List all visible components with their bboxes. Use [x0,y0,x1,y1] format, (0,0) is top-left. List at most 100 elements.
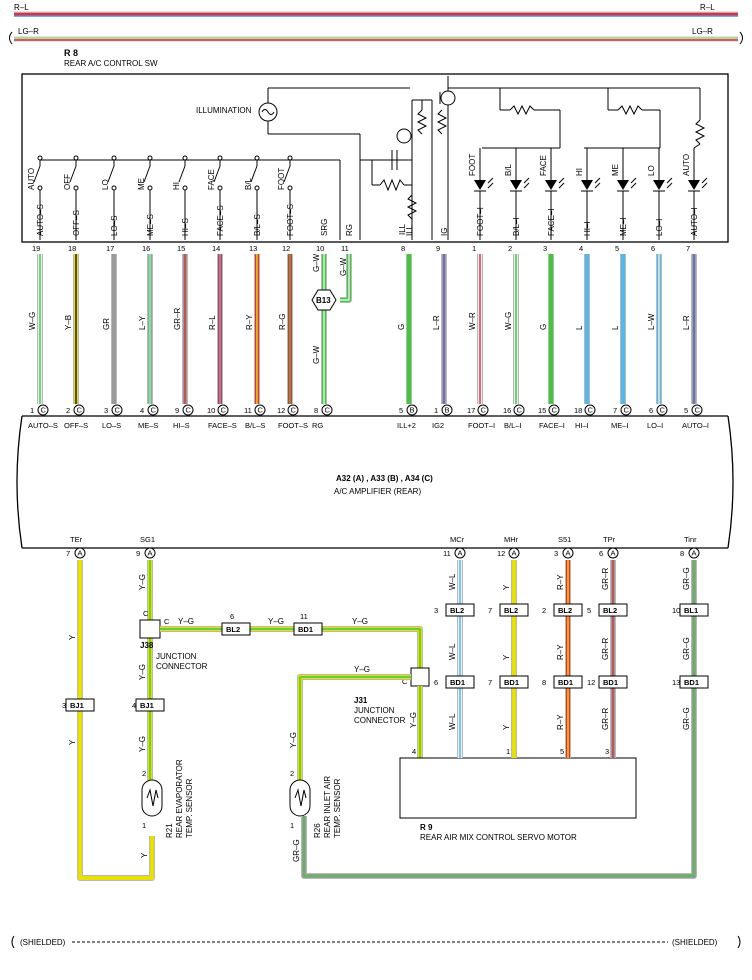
s51-wire-bd1-connector [553,675,583,689]
led-label: ME [611,164,620,176]
amplifier-terminal-name: RG [312,421,323,430]
tinr-bd1-connector [679,675,709,689]
s51-wire-color-label-3: R–Y [556,714,565,730]
switch-terminal-name: AUTO–S [36,204,45,236]
switch-terminal-name: OFF–S [72,210,81,236]
switch-top-terminal [37,155,43,161]
switch-top-terminal [217,155,223,161]
splice-b13-shape [311,289,337,311]
amplifier-bottom-connector [454,547,466,559]
connector-pin-number: 12 [587,678,595,687]
switch-terminal [217,185,223,191]
r9-servo-motor [399,757,637,819]
amplifier-bottom-connector-letter: A [458,549,463,558]
amplifier-terminal-name: ILL+2 [397,421,416,430]
illumination-label: ILLUMINATION [196,106,252,115]
bl2-junction [221,622,251,636]
amplifier-terminal-name: AUTO–I [682,421,709,430]
amplifier-pin-connector-letter: C [115,406,121,415]
led-icon [688,180,700,190]
upper-wires: AUTO–S19W–GOFF–S18Y–BLO–S17GRME–S16L–YHI… [28,204,699,404]
connector-pin-number: 1 [506,747,510,756]
tinr-color-label-3: GR–G [682,707,691,730]
amplifier-pin-number: 1 [434,406,438,415]
mhr-wire-bd1-connector [499,675,529,689]
tpr-wire-color-label: GR–R [601,568,610,590]
switch-pin-number: 8 [401,244,405,253]
switch-terminal-name: B/L–I [512,217,521,236]
j38-c-label: C [143,609,149,618]
connector-pin-number: 7 [488,606,492,615]
tpr-wire-bd1-connector [598,675,628,689]
bus-label-left-2: LG–R [18,27,39,36]
switch-pin-number: 16 [142,244,150,253]
r26-thermistor-icon [294,788,307,807]
amplifier-pin-connector-letter: C [77,406,83,415]
connector-pin-number: 5 [587,606,591,615]
amplifier-bottom-name: SG1 [140,535,155,544]
led-icon [474,180,486,190]
amplifier-connectors: A32 (A) , A33 (B) , A34 (C) [336,474,433,483]
amplifier-bottom-connector [144,547,156,559]
tpr-wire-color-label-2: GR–R [601,638,610,660]
wire-color-label: R–L [208,315,217,330]
switch-pin-number: 1 [472,244,476,253]
ill-label: ILL [398,223,407,235]
switch-pin-number: 15 [177,244,185,253]
wire-color-label: W–G [504,312,513,330]
switch-label: AUTO [27,168,36,190]
switch-contact [283,165,291,183]
amplifier-bottom-connector [607,547,619,559]
s51-wire-bl-connector-label: BL2 [558,606,572,615]
mcr-wire-bd1-connector-label: BD1 [450,678,465,687]
amplifier-terminal-name: FACE–S [208,421,237,430]
amplifier-pin-connector [287,404,299,416]
wire-color-label: W–G [28,312,37,330]
tpr-wire-bl-connector-label: BL2 [603,606,617,615]
switch-top-terminal [182,155,188,161]
switch-contact [213,165,221,183]
amplifier-bottom-connector-letter: A [692,549,697,558]
bus-label-left: R–L [14,3,29,12]
led-ray [487,177,494,184]
wire-color-label: R–G [278,314,287,330]
led-label: B/L [504,163,513,176]
lower-wires: YYYBJ13Y–GY–GY–GBJ14CJ38JUNCTIONCONNECTO… [62,560,709,881]
amplifier-terminal-name: AUTO–S [28,421,58,430]
j31-r26-wire-casing [297,674,411,780]
switch-terminal [254,185,260,191]
wire-color-label: GR–R [173,308,182,330]
amplifier-pin-connector-letter: C [552,406,558,415]
r21-pin-1: 1 [142,821,146,830]
switch-pin-number: 9 [436,244,440,253]
amplifier-bottom-connector-letter: A [148,549,153,558]
tinr-bl1-connector-label: BL1 [684,606,698,615]
tpr-wire-color-label-3: GR–R [601,708,610,730]
mhr-wire-color-label: Y [502,584,511,590]
amplifier-pin-connector [182,404,194,416]
mhr-wire-color-label-3: Y [502,724,511,730]
switch-terminal-name: LO–S [110,216,119,236]
amplifier-bottom-name: S51 [558,535,571,544]
j38-c-pin: C [164,617,170,626]
amplifier-pin-number: 12 [277,406,285,415]
amplifier-bottom-connector [688,547,700,559]
switch-label: FACE [207,169,216,190]
ter-wire-casing [77,560,155,881]
switch-contact [33,165,41,183]
tinr-wire-stripe [303,560,695,877]
led-rail-link [693,143,701,149]
amplifier-pin-connector-letter: C [660,406,666,415]
connector-pin-number: 6 [230,612,234,621]
amplifier-name: A/C AMPLIFIER (REAR) [334,487,421,496]
amplifier-pin-number: 11 [244,406,252,415]
amplifier-pin-number: 10 [207,406,215,415]
switch-terminal-name: FACE–S [216,205,225,236]
switch-contact [107,165,115,183]
switch-pin-number: 14 [212,244,220,253]
r26-pin-1: 1 [290,821,294,830]
wire-color-label: L [611,325,620,330]
amplifier-pin-number: 18 [574,406,582,415]
r26-color-label: Y–G [289,732,298,748]
